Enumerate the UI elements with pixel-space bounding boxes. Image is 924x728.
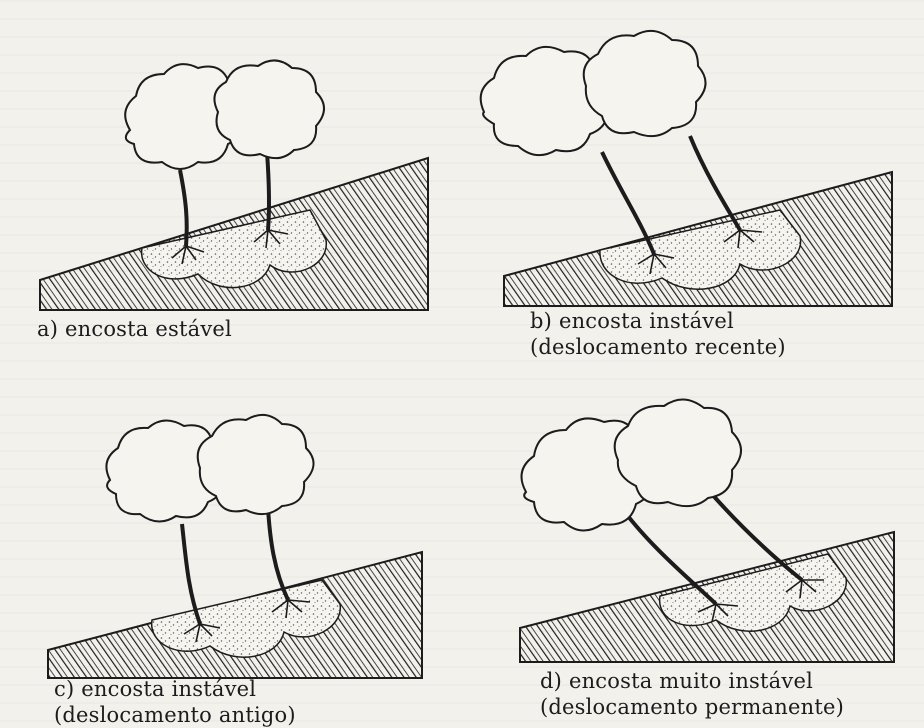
panel-c-caption-line1: encosta instável: [81, 677, 256, 701]
panel-d-caption-line1: encosta muito instável: [569, 669, 813, 693]
panel-a-caption-line1: encosta estável: [65, 317, 232, 341]
panel-c-label: c): [54, 677, 74, 701]
panel-a-caption: a) encosta estável: [37, 316, 232, 342]
panel-a-label: a): [37, 317, 58, 341]
tree-icon: [481, 31, 706, 155]
panel-c-drawing: [40, 420, 450, 680]
tree-trunk: [182, 524, 200, 624]
panel-a: a) encosta estável: [30, 60, 450, 320]
tree-trunk: [602, 152, 654, 254]
panel-c-caption: c) encosta instável (deslocamento antigo…: [54, 676, 296, 728]
panel-d-label: d): [540, 669, 562, 693]
panel-b-caption: b) encosta instável (deslocamento recent…: [530, 308, 786, 360]
panel-b: b) encosta instável (deslocamento recent…: [490, 30, 910, 330]
panel-b-drawing: [490, 30, 910, 330]
panel-b-caption-line1: encosta instável: [559, 309, 734, 333]
panel-d: d) encosta muito instável (deslocamento …: [510, 396, 910, 722]
panel-c-caption-line2: (deslocamento antigo): [54, 702, 296, 728]
panel-d-caption: d) encosta muito instável (deslocamento …: [540, 668, 844, 720]
panel-a-drawing: [30, 60, 450, 320]
tree-icon: [106, 415, 313, 522]
panel-b-caption-line2: (deslocamento recente): [530, 334, 786, 360]
panel-b-label: b): [530, 309, 552, 333]
tree-trunk: [268, 508, 288, 600]
tree-icon: [522, 399, 742, 530]
panel-d-caption-line2: (deslocamento permanente): [540, 694, 844, 720]
panel-d-drawing: [510, 396, 910, 676]
panel-c: c) encosta instável (deslocamento antigo…: [40, 420, 450, 720]
tree-trunk: [690, 136, 740, 230]
tree-trunk: [267, 152, 269, 230]
tree-icon: [125, 60, 324, 169]
